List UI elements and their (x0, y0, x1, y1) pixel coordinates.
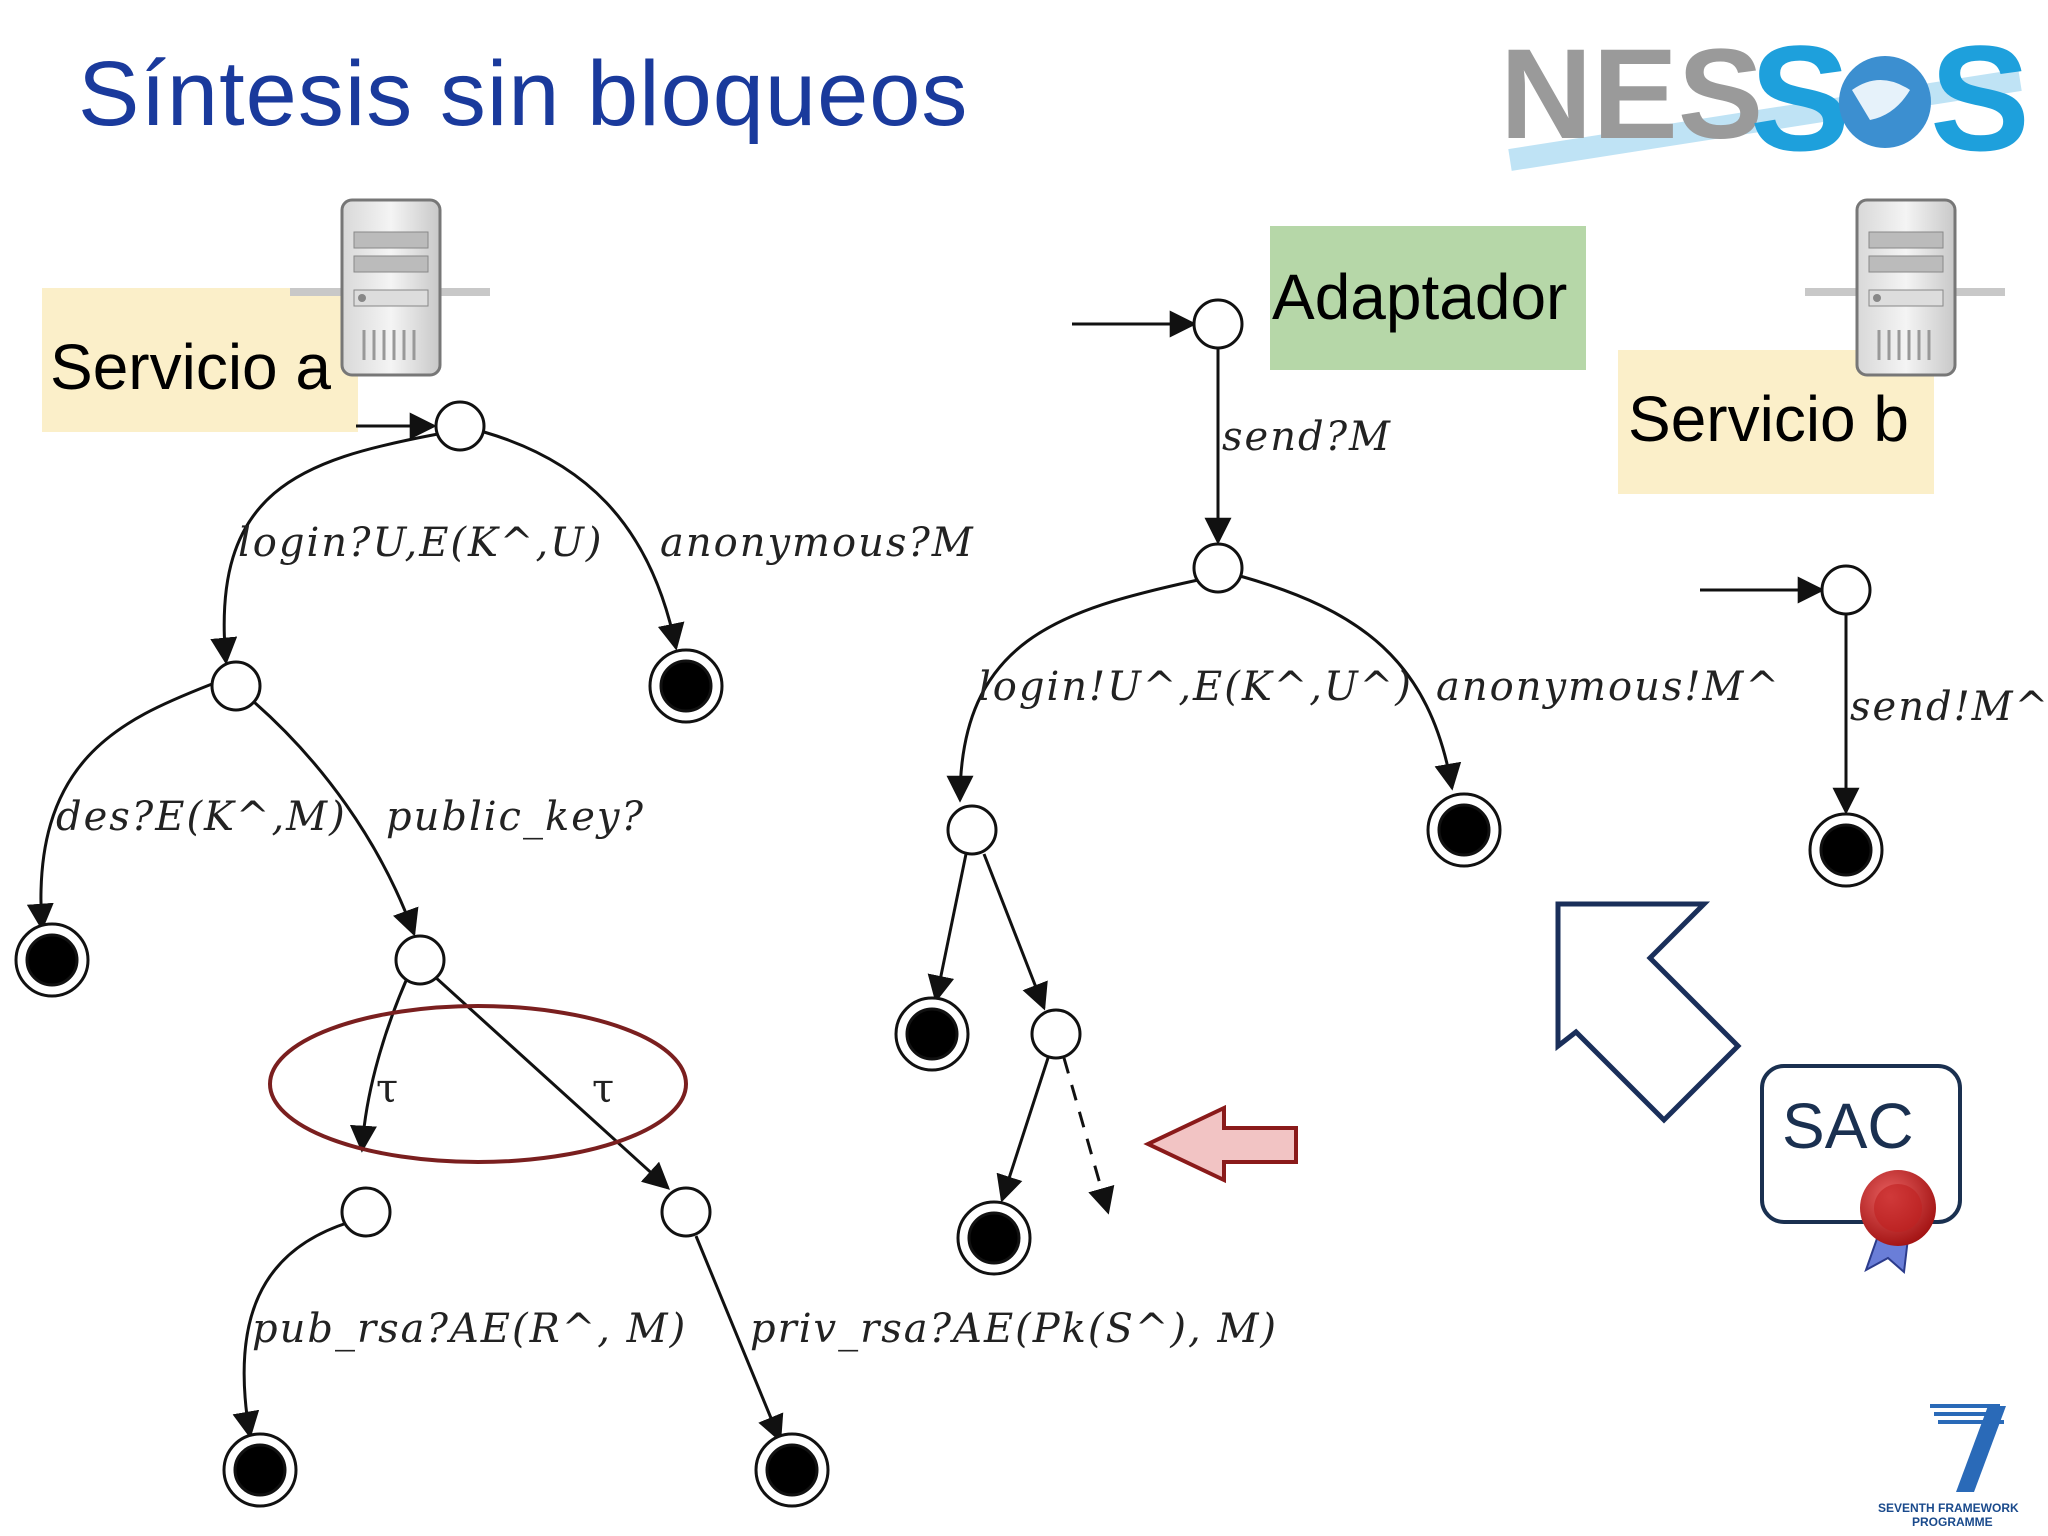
service-a-states (14, 400, 830, 1508)
transition-send-in-label: send?M (1222, 414, 1392, 460)
fp7-logo: SEVENTH FRAMEWORK PROGRAMME (1878, 1404, 2019, 1529)
transition-login-out-label: login!U^,E(K^,U^) (978, 664, 1413, 710)
logo-text-nes: NES (1500, 23, 1763, 166)
diagonal-arrow-icon (1555, 901, 1742, 1124)
tau-highlight-ellipse (268, 1004, 688, 1164)
transition-des-label: des?E(K^,M) (56, 794, 347, 840)
service-a-automaton (26, 412, 784, 1443)
adapter-automaton (927, 310, 1462, 1215)
sac-badge: SAC (1760, 1064, 1962, 1275)
service-b-automaton (1700, 576, 1860, 815)
server-icon (1805, 198, 2005, 377)
transition-tau-right-label: τ (592, 1066, 614, 1112)
transition-send-out-label: send!M^ (1850, 684, 2048, 730)
server-icon (290, 198, 490, 377)
fp7-line1: SEVENTH FRAMEWORK (1878, 1501, 2019, 1515)
adapter-label: Adaptador (1270, 226, 1586, 370)
transition-login-label: login?U,E(K^,U) (238, 520, 603, 566)
page-title: Síntesis sin bloqueos (78, 43, 969, 145)
left-arrow-icon (1143, 1104, 1298, 1184)
transition-tau-left-label: τ (376, 1066, 398, 1112)
logo-text-s2: S (1930, 20, 2030, 180)
transition-anonymous-out-label: anonymous!M^ (1436, 664, 1781, 710)
logo-text-s1: S (1750, 20, 1850, 180)
wax-seal-icon (1860, 1170, 1936, 1275)
adapter-states (894, 298, 1502, 1276)
service-a-label: Servicio a (42, 288, 358, 432)
sac-label: SAC (1782, 1090, 1914, 1162)
fp7-line2: PROGRAMME (1912, 1515, 1993, 1529)
transition-priv-rsa-label: priv_rsa?AE(Pk(S^), M) (750, 1306, 1278, 1352)
transition-anonymous-label: anonymous?M (660, 520, 975, 566)
service-b-states (1808, 564, 1884, 888)
transition-public-key-label: public_key? (386, 794, 645, 840)
nessos-logo: NES S S (1500, 20, 2030, 180)
transition-pub-rsa-label: pub_rsa?AE(R^, M) (252, 1306, 687, 1352)
